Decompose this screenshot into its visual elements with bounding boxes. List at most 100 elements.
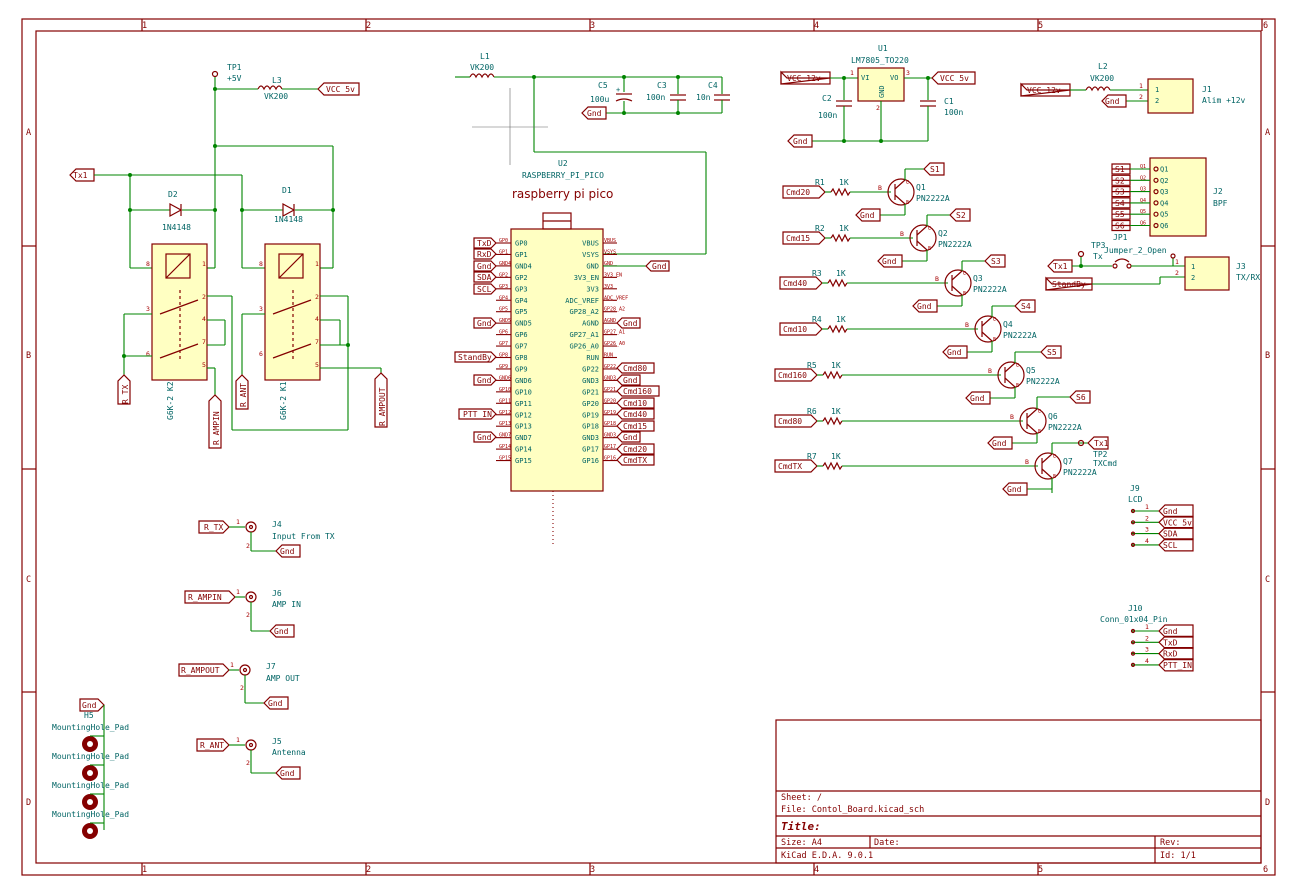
pico-pin-name: RUN	[604, 353, 613, 359]
svg-text:2: 2	[246, 759, 250, 767]
pico-pin-name: GP14	[515, 446, 532, 454]
cmd15-label-pico	[616, 420, 655, 432]
gnd-label-p6-text: Gnd	[623, 319, 638, 328]
jp1-jumper[interactable]	[1112, 263, 1118, 269]
collector-pin: C	[1016, 363, 1019, 369]
pico-pin-name: AGND	[604, 318, 616, 324]
gnd-label-text: Gnd	[947, 348, 962, 357]
vcc5-label-u1-text: VCC 5v	[940, 74, 969, 83]
j1-connector[interactable]	[1147, 78, 1194, 114]
gnd-label-j5	[275, 766, 301, 780]
emitter-pin: E	[1053, 474, 1056, 480]
pico-pin-name: RUN	[586, 354, 599, 362]
j6-connector[interactable]	[245, 591, 257, 603]
c5-value: 100u	[590, 95, 609, 104]
row-label: D	[1265, 798, 1270, 808]
tp1-value: +5V	[227, 74, 242, 83]
j10-label	[1158, 647, 1194, 661]
svg-text:2: 2	[1191, 274, 1195, 282]
svg-text:4: 4	[202, 315, 206, 323]
j9-pin-number: 1	[1145, 503, 1149, 511]
l3-value: VK200	[264, 92, 288, 101]
svg-text:1: 1	[1191, 263, 1195, 271]
mh-label: MountingHole_Pad	[52, 752, 129, 761]
pico-pin-name: GP3	[499, 284, 508, 290]
j3-connector[interactable]	[1184, 256, 1230, 291]
j9-label	[1158, 504, 1194, 518]
resistor-ref: R1	[815, 178, 825, 187]
pico-pin-name: GP14	[499, 444, 511, 450]
j4-connector[interactable]	[245, 521, 257, 533]
j2-input-label	[1111, 219, 1131, 232]
tp3-testpoint[interactable]	[1077, 250, 1085, 258]
j2-pin-name: Q3	[1160, 188, 1168, 196]
transistor-value: PN2222A	[1003, 331, 1037, 340]
svg-text:2: 2	[202, 293, 206, 301]
pico-pin-name: GP26_A0	[604, 341, 625, 347]
vcc12-label-j1-text: VCC 12v	[1027, 86, 1061, 95]
cmd-label-text: Cmd80	[778, 417, 802, 426]
base-pin: B	[935, 275, 939, 283]
pico-pin-name: GP28_A2	[604, 307, 625, 313]
r-ampout-label-text: R_AMPOUT	[378, 387, 387, 426]
j2-input-label-text: S3	[1115, 188, 1125, 197]
j2-input-label-text: S1	[1115, 165, 1125, 174]
j1-value: Alim +12v	[1202, 96, 1246, 105]
pico-left-pins: GP0GP0GP1GP1GND4GND4GP2GP2GP3GP3GP4GP4GP…	[496, 238, 532, 465]
output-label	[1014, 299, 1036, 313]
j5-value: Antenna	[272, 748, 306, 757]
tp1-testpoint[interactable]	[211, 70, 219, 78]
gnd-label-j7	[263, 696, 289, 710]
output-label	[923, 162, 945, 176]
frame-column-labels: 1 2 3 4 5 6 1 2 3 4 5 6	[142, 21, 1268, 875]
j7-connector[interactable]	[239, 664, 251, 676]
column-label: 5	[1038, 21, 1043, 31]
output-label-text: S4	[1021, 302, 1031, 311]
svg-text:1: 1	[850, 69, 854, 77]
emitter-pin: E	[906, 200, 909, 206]
cmd-label-text: Cmd15	[786, 234, 810, 243]
pico-pin-name: GP26_A0	[569, 343, 599, 351]
resistor-value: 1K	[836, 315, 846, 324]
j7-ref: J7	[266, 662, 276, 671]
transistor-ref: Q1	[916, 183, 926, 192]
row-label: A	[1265, 128, 1270, 138]
pico-pin-name: GND	[604, 261, 613, 267]
j2-connector[interactable]	[1149, 157, 1207, 237]
cmd-label-text: Cmd160	[778, 371, 807, 380]
svg-text:1: 1	[236, 588, 240, 596]
column-label: 2	[366, 21, 371, 31]
r-tx-label	[117, 374, 131, 405]
transistor-ref: Q6	[1048, 412, 1058, 421]
standby-label-pico-text: StandBy	[458, 353, 492, 362]
j5-connector[interactable]	[245, 739, 257, 751]
gnd-label	[1002, 482, 1028, 496]
sda-label-text: SDA	[477, 273, 492, 282]
title-block-date: Date:	[874, 838, 900, 848]
k2-label: G6K-2 K2	[166, 381, 175, 420]
sda-label	[473, 271, 497, 283]
collector-pin: C	[1038, 409, 1041, 415]
svg-text:7: 7	[315, 338, 319, 346]
sma-connectors: R_TX 12 J4 Input From TX Gnd R_AMPIN 12 …	[178, 518, 335, 780]
vcc5-label	[317, 82, 360, 96]
transistor-value: PN2222A	[1048, 423, 1082, 432]
title-block-tool: KiCad E.D.A. 9.0.1	[781, 851, 873, 861]
mounting-hole-pad	[82, 735, 104, 752]
output-label	[1087, 436, 1109, 450]
tx1-label-text: Tx1	[73, 171, 88, 180]
svg-text:2: 2	[246, 611, 250, 619]
resistor-ref: R5	[807, 361, 817, 370]
base-pin: B	[988, 367, 992, 375]
title-block-title: Title:	[781, 820, 821, 833]
cmd-label	[779, 322, 823, 336]
j10-ref: J10	[1128, 604, 1143, 613]
j2-ref: J2	[1213, 187, 1223, 196]
r-tx-label-j4	[198, 520, 230, 534]
l1-filter-section: L1 VK200 + C5 100u C3 100n C4 10n Gnd	[455, 52, 730, 255]
pico-pin-name: GP0	[499, 238, 508, 244]
